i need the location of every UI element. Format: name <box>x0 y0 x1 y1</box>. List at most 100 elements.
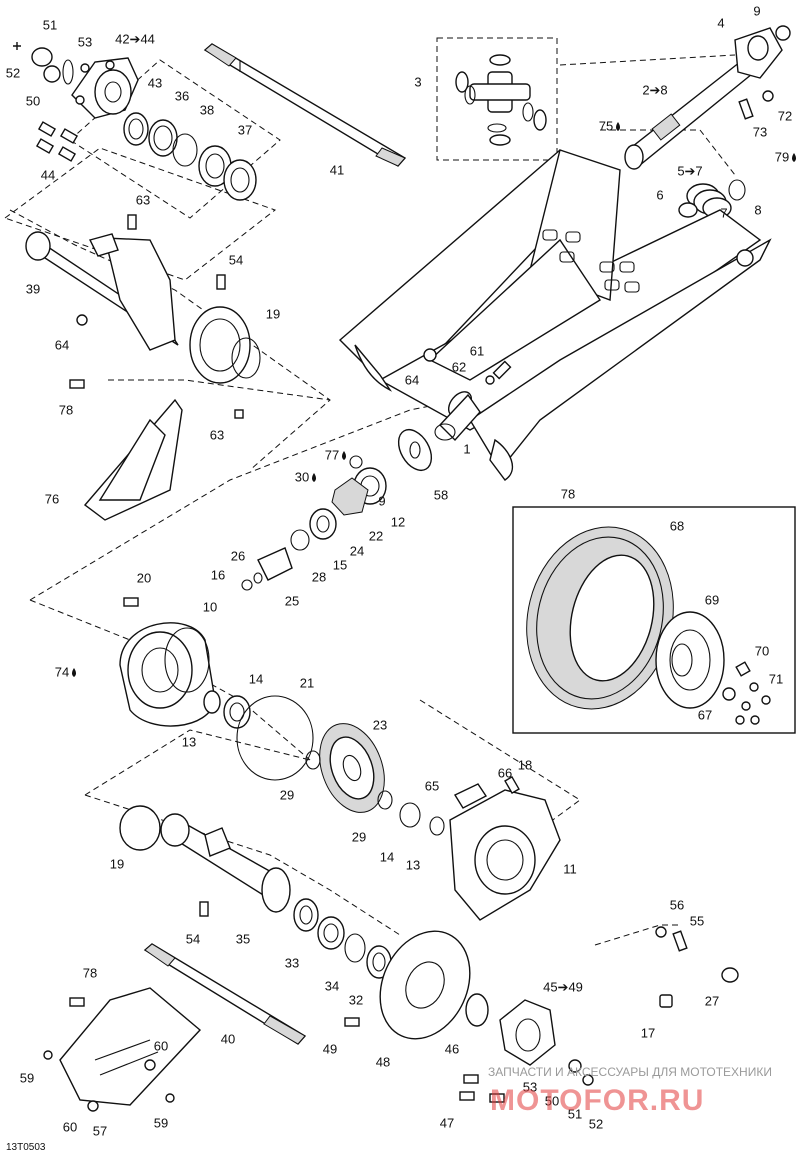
callout-10: 10 <box>203 599 217 614</box>
ring-gear-23 <box>305 723 393 813</box>
callout-23: 23 <box>373 717 387 732</box>
callout-20: 20 <box>137 570 151 585</box>
callout-39: 39 <box>26 281 40 296</box>
tire-icon <box>526 526 674 710</box>
callout-59: 59 <box>154 1115 168 1130</box>
callout-63: 63 <box>136 192 150 207</box>
watermark-top-text: ЗАПЧАСТИ И АКСЕССУАРЫ ДЛЯ МОТОТЕХНИКИ <box>488 1065 772 1079</box>
callout-72: 72 <box>778 108 792 123</box>
wheel-inset-panel <box>512 506 796 734</box>
callout-51: 51 <box>43 17 57 32</box>
callout-15: 15 <box>333 557 347 572</box>
callout-53: 53 <box>523 1079 537 1094</box>
callout-54: 54 <box>186 931 200 946</box>
callout-76: 76 <box>45 491 59 506</box>
callout-64: 64 <box>55 337 69 352</box>
callout-69: 69 <box>705 592 719 607</box>
callout-41: 41 <box>330 162 344 177</box>
callout-13: 13 <box>406 857 420 872</box>
callout-30: 30 <box>295 469 309 484</box>
callout-60: 60 <box>63 1119 77 1134</box>
callout-64: 64 <box>405 372 419 387</box>
axle-housing-35 <box>119 805 392 979</box>
drive-shaft-assembly <box>624 25 791 219</box>
callout-19: 19 <box>266 306 280 321</box>
callout-56: 56 <box>670 897 684 912</box>
u-joint-inset <box>436 37 558 161</box>
callout-28: 28 <box>312 569 326 584</box>
callout-8: 8 <box>754 202 761 217</box>
fill-plug-parts <box>655 926 739 1008</box>
callout-74: 74 <box>55 664 69 679</box>
callout-46: 46 <box>445 1041 459 1056</box>
callout-24: 24 <box>350 543 364 558</box>
callout-34: 34 <box>325 978 339 993</box>
callout-61: 61 <box>470 343 484 358</box>
axle-housing-39 <box>25 214 261 384</box>
reference-code: 13T0503 <box>6 1142 46 1153</box>
callout-9: 9 <box>753 3 760 18</box>
callout-11: 11 <box>563 861 577 876</box>
callout-51: 51 <box>568 1106 582 1121</box>
brake-disc-48 <box>344 930 489 1040</box>
pinion-assembly <box>241 360 512 591</box>
callout-67: 67 <box>698 707 712 722</box>
callout-50: 50 <box>545 1093 559 1108</box>
callout-16: 16 <box>211 567 225 582</box>
callout-79: 79 <box>775 149 789 164</box>
callout-66: 66 <box>498 765 512 780</box>
callout-12: 12 <box>391 514 405 529</box>
callout-77: 77 <box>325 447 339 462</box>
axle-shaft-41 <box>203 43 407 167</box>
callout-63: 63 <box>210 427 224 442</box>
callout-70: 70 <box>755 643 769 658</box>
drop-icon <box>342 451 346 460</box>
callout-38: 38 <box>200 102 214 117</box>
callout-7: 7 <box>720 205 727 220</box>
boot-5-7 <box>678 179 746 219</box>
callout-52: 52 <box>6 65 20 80</box>
hub-45-49 <box>459 999 594 1103</box>
callout-18: 18 <box>518 757 532 772</box>
callout-44: 44 <box>41 167 55 182</box>
callout-73: 73 <box>753 124 767 139</box>
callout-14: 14 <box>380 849 394 864</box>
callout-21: 21 <box>300 675 314 690</box>
callout-58: 58 <box>434 487 448 502</box>
callout-68: 68 <box>670 518 684 533</box>
callout-1: 1 <box>463 441 470 456</box>
callout-45-49: 45➔49 <box>543 979 583 994</box>
callout-78: 78 <box>83 965 97 980</box>
callout-53: 53 <box>78 34 92 49</box>
callout-75: 75 <box>599 118 613 133</box>
callout-65: 65 <box>425 778 439 793</box>
rear-hub-assembly <box>13 42 257 201</box>
callout-35: 35 <box>236 931 250 946</box>
callout-25: 25 <box>285 593 299 608</box>
callout-27: 27 <box>705 993 719 1008</box>
callout-71: 71 <box>769 671 783 686</box>
callout-9: 9 <box>378 493 385 508</box>
callout-26: 26 <box>231 548 245 563</box>
callout-59: 59 <box>20 1070 34 1085</box>
callout-19: 19 <box>110 856 124 871</box>
callout-43: 43 <box>148 75 162 90</box>
callout-17: 17 <box>641 1025 655 1040</box>
callout-4: 4 <box>717 15 724 30</box>
diff-housing-11 <box>399 775 561 921</box>
callout-42-44: 42➔44 <box>115 31 155 46</box>
callout-22: 22 <box>369 528 383 543</box>
watermark-logo: MOTOFOR.RU <box>490 1084 704 1117</box>
axle-shaft-40 <box>143 943 307 1045</box>
drop-icon <box>312 473 316 482</box>
diff-housing-10 <box>119 597 314 781</box>
callout-32: 32 <box>349 992 363 1007</box>
callout-33: 33 <box>285 955 299 970</box>
callout-78: 78 <box>59 402 73 417</box>
callout-6: 6 <box>656 187 663 202</box>
callout-60: 60 <box>154 1038 168 1053</box>
callout-78: 78 <box>561 486 575 501</box>
bolts-44 <box>35 121 79 162</box>
callout-40: 40 <box>221 1031 235 1046</box>
